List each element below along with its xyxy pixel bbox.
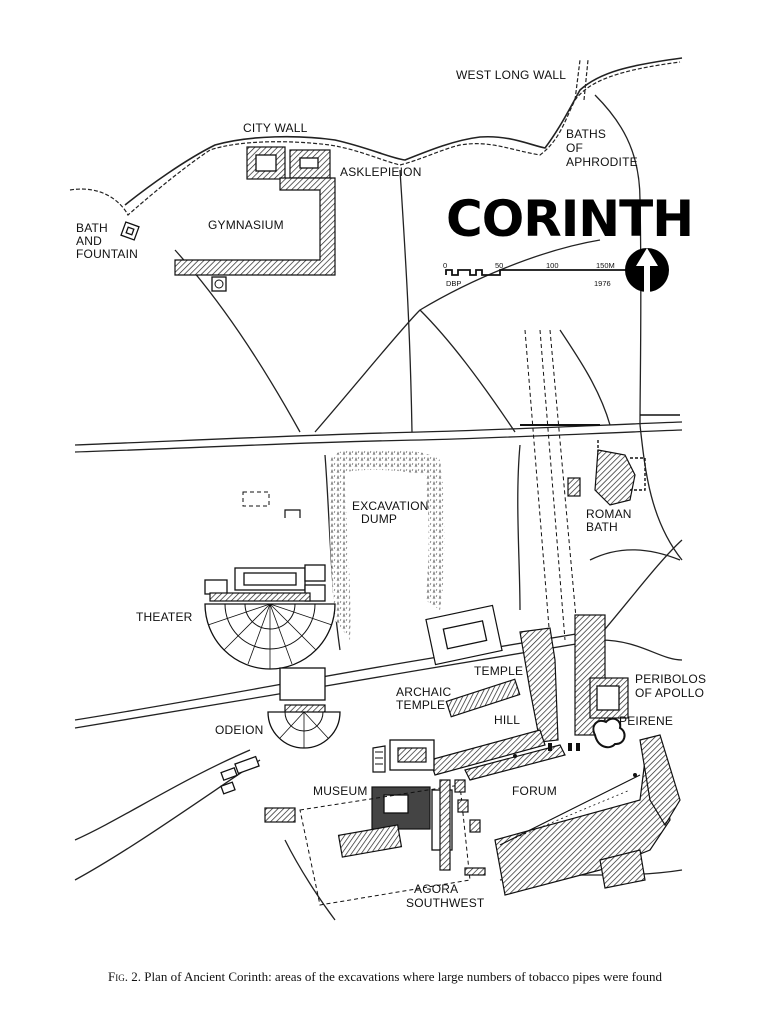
dashed-tracks — [520, 329, 680, 641]
scale-tick-50: 50 — [495, 261, 503, 270]
temple-area — [425, 604, 566, 781]
minor-ruins — [220, 491, 301, 795]
label-bath-3: FOUNTAIN — [76, 247, 138, 261]
scale-tick-100: 100 — [546, 261, 559, 270]
label-asklepieion: ASKLEPIEION — [340, 165, 422, 179]
excavation-dump — [329, 449, 445, 640]
odeion — [267, 667, 341, 749]
label-baths-1: BATHS — [566, 127, 606, 141]
label-temple: TEMPLE — [474, 664, 523, 678]
label-theater: THEATER — [136, 610, 193, 624]
label-forum: FORUM — [512, 784, 557, 798]
label-agora-1: AGORA — [414, 882, 458, 896]
label-archaic-1: ARCHAIC — [396, 685, 452, 699]
roman-bath — [567, 440, 646, 506]
map-labels: WEST LONG WALL CITY WALL BATHS OF APHROD… — [76, 68, 706, 910]
label-city-wall: CITY WALL — [243, 121, 308, 135]
city-wall — [69, 57, 683, 216]
label-baths-2: OF — [566, 141, 583, 155]
label-gymnasium: GYMNASIUM — [208, 218, 284, 232]
label-peribolos-1: PERIBOLOS — [635, 672, 706, 686]
scale-drawn-by: DBP — [446, 279, 461, 288]
scale-tick-150: 150M — [596, 261, 615, 270]
label-baths-3: APHRODITE — [566, 155, 638, 169]
label-roman-2: BATH — [586, 520, 618, 534]
label-archaic-2: TEMPLE — [396, 698, 445, 712]
label-agora-2: SOUTHWEST — [406, 896, 485, 910]
figure-number: Fig. 2. — [107, 969, 141, 984]
label-museum: MUSEUM — [313, 784, 368, 798]
scale-year: 1976 — [594, 279, 611, 288]
label-hill: HILL — [494, 713, 520, 727]
museum — [371, 739, 435, 830]
figure-caption-text: Plan of Ancient Corinth: areas of the ex… — [144, 969, 663, 984]
map-title: CORINTH — [446, 190, 693, 248]
label-bath-1: BATH — [76, 221, 108, 235]
label-excavation-2: DUMP — [361, 512, 397, 526]
label-peirene: PEIRENE — [619, 714, 673, 728]
label-roman-1: ROMAN — [586, 507, 632, 521]
north-arrow-icon — [625, 248, 669, 292]
bath-and-fountain — [120, 221, 140, 241]
agora-southwest — [264, 779, 486, 906]
label-west-long-wall: WEST LONG WALL — [456, 68, 566, 82]
label-excavation-1: EXCAVATION — [352, 499, 429, 513]
label-bath-2: AND — [76, 234, 102, 248]
peribolos-peirene — [548, 614, 629, 751]
scale-tick-0: 0 — [443, 261, 447, 270]
asklepieion-complex — [174, 146, 336, 292]
theater — [204, 564, 336, 670]
label-odeion: ODEION — [215, 723, 264, 737]
scale-bar: 0 50 100 150M DBP 1976 — [443, 261, 631, 288]
figure-caption: Fig. 2. Plan of Ancient Corinth: areas o… — [0, 969, 770, 985]
forum — [494, 734, 681, 896]
label-peribolos-2: OF APOLLO — [635, 686, 704, 700]
